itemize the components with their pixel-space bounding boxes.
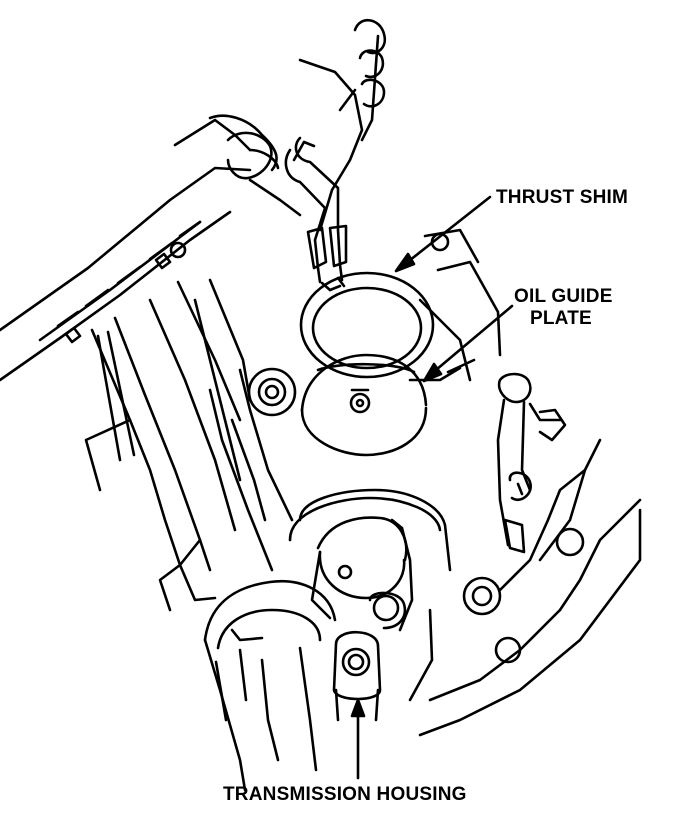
oil-guide-plate-label: OIL GUIDE PLATE: [514, 286, 613, 330]
oil-guide-plate-label-line2: PLATE: [530, 308, 592, 329]
oil-guide-plate-label-line1: OIL GUIDE: [514, 286, 613, 307]
thrust-shim-label: THRUST SHIM: [496, 187, 629, 208]
housing-left-flange: [0, 166, 252, 612]
leader-thrust-shim: [394, 195, 492, 273]
transmission-housing-label: TRANSMISSION HOUSING: [223, 784, 467, 805]
housing-bottom-left: [203, 579, 337, 792]
leader-transmission-housing: [350, 698, 366, 780]
leader-oil-guide-plate: [422, 304, 514, 383]
housing-lower-bore: [288, 488, 452, 722]
thrust-shim: [299, 271, 435, 379]
hand-with-pliers: [173, 19, 387, 284]
housing-right: [418, 372, 642, 737]
housing-center: [208, 228, 502, 572]
oil-guide-plate: [300, 353, 428, 457]
